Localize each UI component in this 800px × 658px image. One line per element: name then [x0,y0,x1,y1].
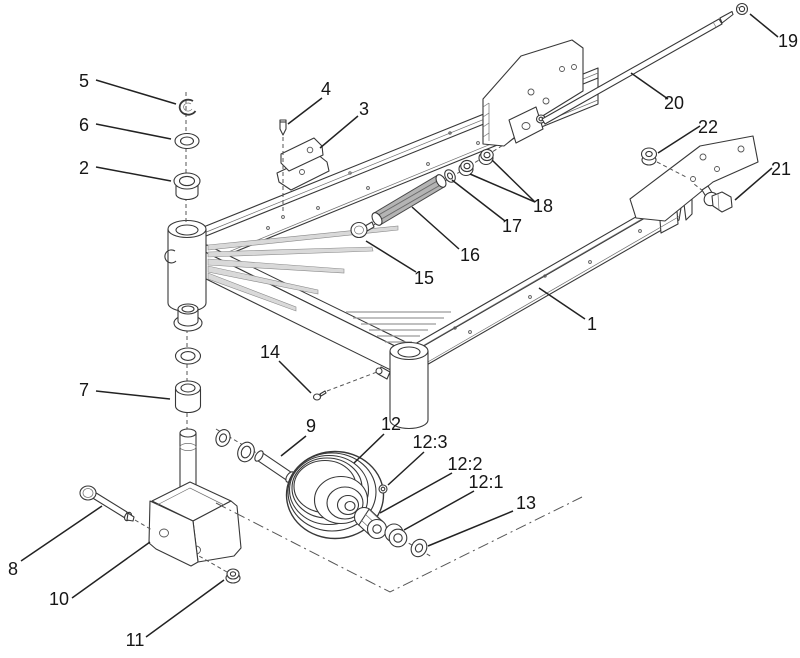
callout-4-leader-0 [287,97,323,125]
callout-12_3-label: 12:3 [412,432,447,452]
frame-bottom-caster-tube [375,341,429,430]
part-frame [164,67,693,430]
part-nut-11 [198,555,241,584]
part-caster-fork [148,428,242,567]
callout-13-leader-0 [427,510,514,547]
callout-7-leader-0 [95,390,171,400]
callout-22-label: 22 [698,117,718,137]
part-caster-stack [173,92,203,432]
callout-11-label: 11 [126,630,145,650]
callout-21-label: 21 [771,159,791,179]
callout-10-label: 10 [49,589,69,609]
callout-15-leader-0 [365,240,417,273]
part-screw-14 [312,371,378,401]
callout-18-leader-1 [469,173,536,203]
callout-1-leader-0 [538,287,586,320]
grease-fitting-icon [164,249,177,264]
callout-9-leader-0 [280,435,307,457]
callout-16-label: 16 [460,245,480,265]
callout-16-leader-0 [411,206,460,250]
part-nut-22 [640,147,687,178]
callout-13-label: 13 [516,493,536,513]
callout-17-leader-0 [451,179,506,222]
callout-12_2-label: 12:2 [447,454,482,474]
part-nut-19 [735,2,749,16]
callout-18-leader-0 [491,159,536,203]
callout-14-leader-0 [278,360,312,394]
callout-12_1-leader-0 [403,490,475,531]
callout-12-label: 12 [381,414,401,434]
washer-13 [410,538,428,558]
nut-18b [478,148,494,166]
bearing-12-2 [353,506,388,540]
washer-6 [174,132,200,150]
bushing-lower [173,303,203,332]
bearing-cup-12-1 [384,523,408,548]
alignment-line [215,496,583,593]
callout-3-label: 3 [359,99,369,119]
callout-2-label: 2 [79,158,89,178]
callout-6-label: 6 [79,115,89,135]
callout-11-leader-0 [145,579,225,638]
callout-8-leader-0 [20,505,103,562]
callout-18-label: 18 [533,196,553,216]
part-latch-plate [276,119,330,219]
part-bolt-21 [693,183,733,213]
callout-12-leader-0 [353,433,385,464]
callout-5-label: 5 [79,71,89,91]
callout-6-leader-0 [95,123,172,140]
spring-16 [371,174,447,226]
pin [279,119,287,136]
callout-19-label: 19 [778,31,798,51]
callout-20-label: 20 [664,93,684,113]
bushing-2 [173,172,201,201]
callout-7-label: 7 [79,380,89,400]
callout-5-leader-0 [95,79,177,105]
part-right-bracket [629,135,759,222]
callout-4-label: 4 [321,79,331,99]
callout-12_3-leader-0 [387,451,425,486]
callout-9-label: 9 [306,416,316,436]
frame-left-gussets [207,225,399,312]
snap-ring-5 [178,98,197,116]
part-spring-assembly [350,130,527,239]
washer-lower [174,347,202,365]
callout-10-leader-0 [71,541,151,599]
callouts-layer: 5 6 2 4 3 19 20 22 21 18 17 16 15 1 14 7 9 12 12:312:212:1… [8,13,798,650]
part-axle-bolt-8 [79,485,153,531]
callout-12_1-label: 12:1 [468,472,503,492]
nut-18a [458,159,474,177]
wheel-bore [344,500,356,512]
wheel-dish [326,486,364,520]
callout-14-label: 14 [260,342,280,362]
bracket-tab [508,106,544,144]
part-wheel-assembly [215,428,433,558]
bearing-cup-left [237,441,255,463]
nut-12-3 [378,484,388,494]
frame-bottom-gusset [346,311,451,343]
spacer-7 [174,380,202,414]
callout-1-label: 1 [587,314,597,334]
carriage-bolt-15 [350,221,375,239]
callout-3-leader-0 [319,115,359,149]
callout-2-leader-0 [95,166,172,182]
callout-20-leader-0 [630,72,669,100]
callout-17-label: 17 [502,216,522,236]
axle-washer [215,429,231,447]
callout-21-leader-0 [734,167,773,201]
callout-22-leader-0 [657,125,701,154]
callout-8-label: 8 [8,559,18,579]
frame-left-caster-tube [164,219,207,313]
callout-19-leader-0 [749,13,779,38]
callout-15-label: 15 [414,268,434,288]
part-rod-20 [541,10,734,125]
callout-12_2-leader-0 [379,472,453,514]
